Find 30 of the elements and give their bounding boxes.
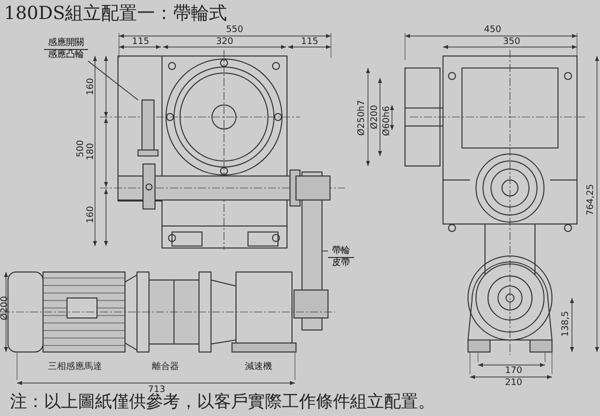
callout-label: 帶輪 <box>328 246 354 258</box>
dimension-label: 160 <box>86 78 96 96</box>
dimension-label: 115 <box>132 37 150 47</box>
dimension-label: 450 <box>484 25 502 35</box>
dimension-label: 115 <box>301 37 318 47</box>
sensor-drawing <box>138 100 158 210</box>
callout-label: 感應開關 <box>44 38 88 50</box>
part-label: 離合器 <box>152 362 179 373</box>
leader-line <box>88 60 138 100</box>
dimension-label: 138,5 <box>561 311 571 337</box>
callout-label: 感應凸輪 <box>47 50 85 61</box>
dimension-label: Ø60h6 <box>382 106 392 136</box>
callout-label: 皮帶 <box>331 258 351 269</box>
dimension-label: 350 <box>503 37 520 47</box>
dimension-label: Ø200 <box>370 105 380 130</box>
part-label: 減速機 <box>245 362 272 373</box>
note-text: 注：以上圖紙僅供參考，以客戶實際工作條件組立配置。 <box>10 392 435 413</box>
leader-line <box>322 250 328 252</box>
dimension-label: 764,25 <box>586 184 596 216</box>
dimension-label: 170 <box>505 366 522 376</box>
part-label: 三相感應馬達 <box>48 362 102 373</box>
dimension-label: Ø250h7 <box>357 100 367 136</box>
dimension-label: 320 <box>216 37 234 47</box>
dimension-label: 210 <box>505 378 522 388</box>
dimension-label: 180 <box>86 143 96 160</box>
dimension-label: Ø200 <box>0 296 10 320</box>
drawing-title: 180DS組立配置一：帶輪式 <box>4 2 228 25</box>
dimension-label: 500 <box>76 140 86 158</box>
dimension-label: 160 <box>86 206 96 224</box>
dimension-label: 550 <box>226 25 244 35</box>
